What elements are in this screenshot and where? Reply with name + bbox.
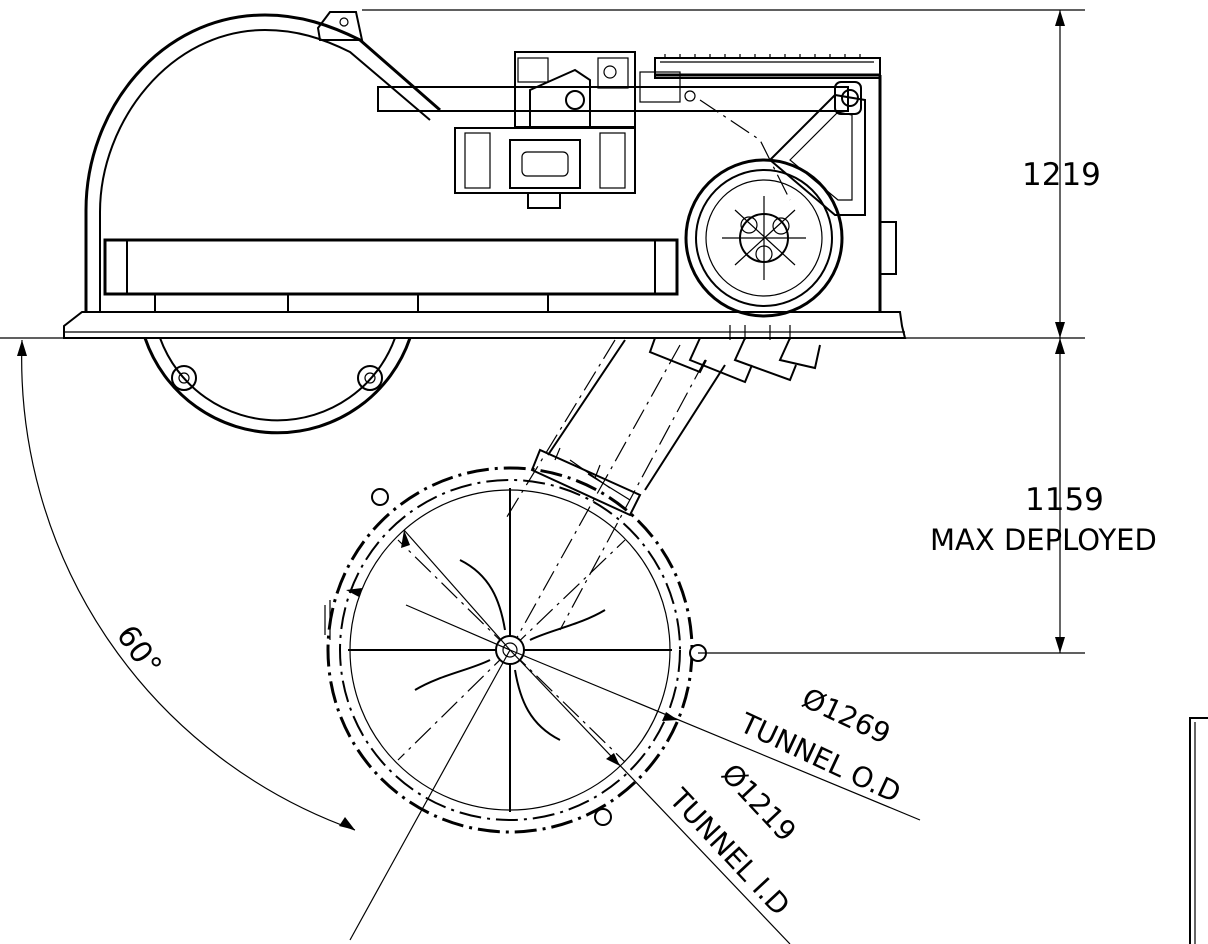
dim-angle-label: 60°: [109, 619, 168, 683]
dimension-lines: [0, 9, 1085, 944]
stowed-tunnel-arc: [143, 337, 412, 435]
dimension-labels: 1219 1159 MAX DEPLOYED 60° Ø1269 TUNNEL …: [109, 157, 1157, 922]
title-block-edge: [1189, 717, 1208, 944]
deployed-tunnel: [324, 459, 707, 834]
top-rail-teeth: [664, 54, 861, 58]
deployed-arm: [504, 325, 821, 651]
dim-height-label: 1219: [1022, 157, 1101, 193]
dim-deployed-value: 1159: [1025, 482, 1104, 518]
dim-deployed-caption: MAX DEPLOYED: [930, 523, 1157, 557]
winch-drum: [684, 158, 844, 318]
housing-assembly: [63, 11, 907, 339]
